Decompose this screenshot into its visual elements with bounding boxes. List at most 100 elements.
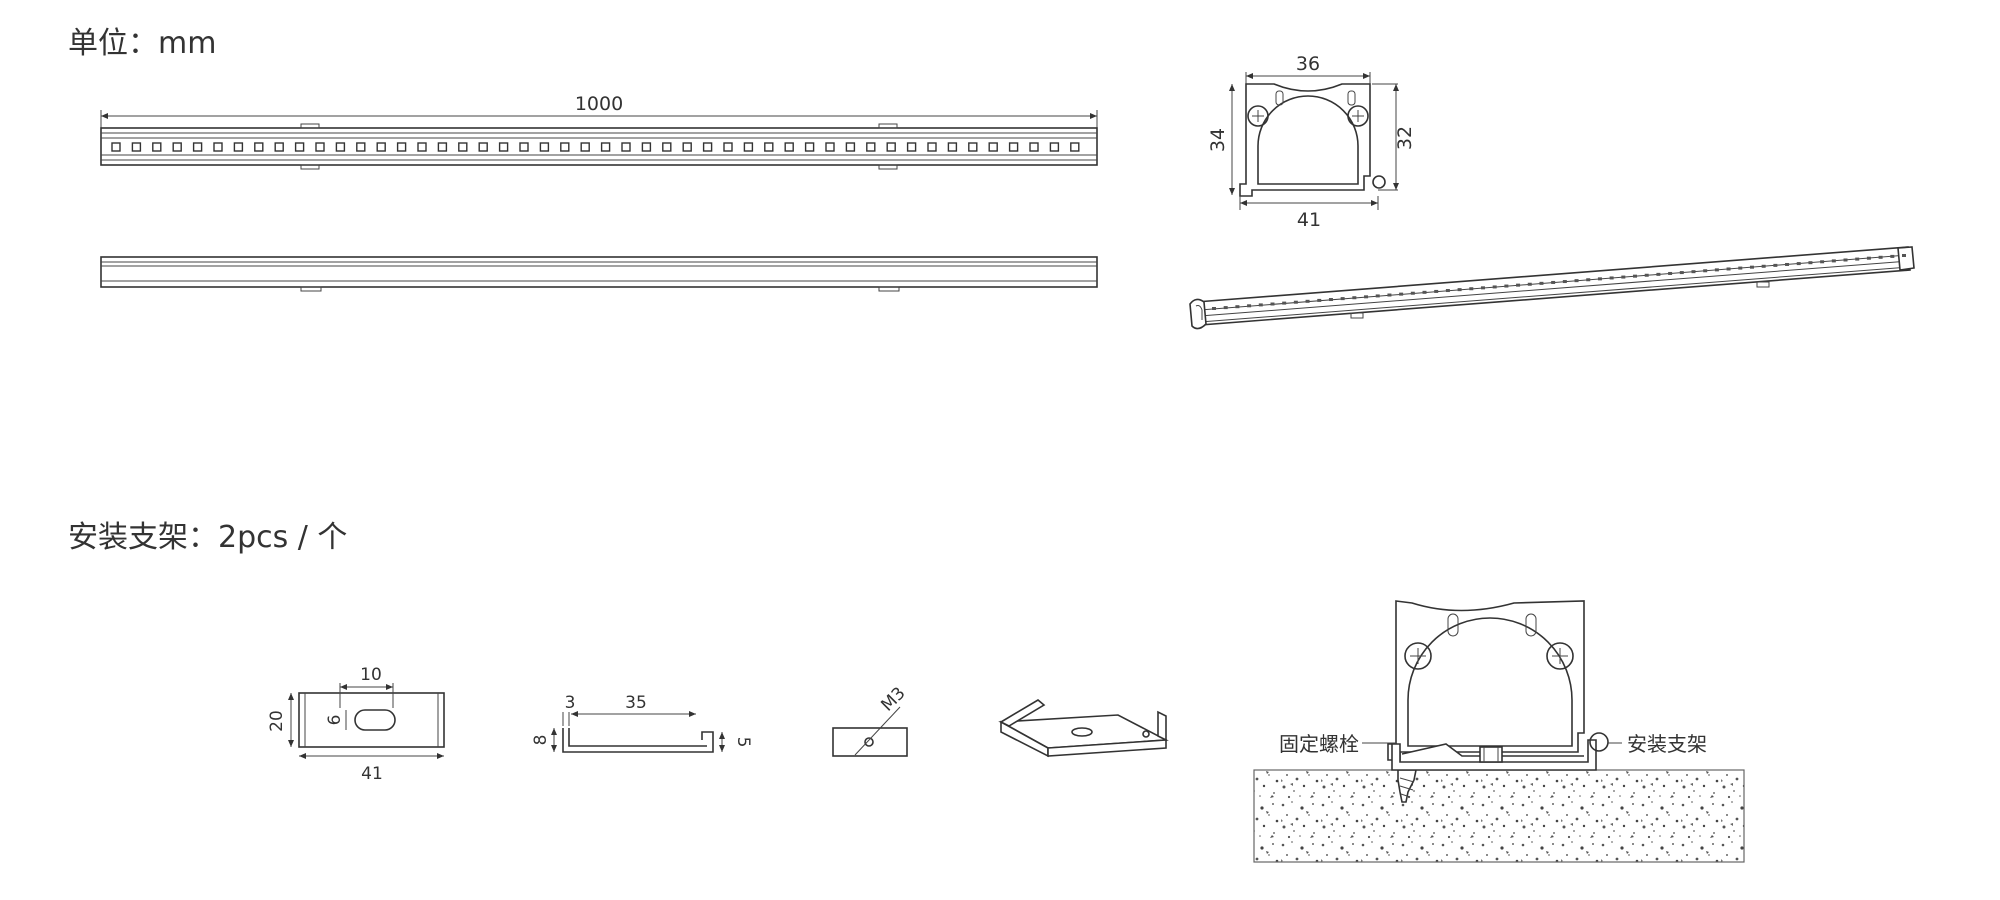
perspective-led-chip [1212, 307, 1216, 310]
perspective-led-chip [1364, 295, 1369, 299]
end-width-dimension: 36 [1296, 53, 1320, 75]
led-chip [927, 142, 937, 152]
perspective-led-chip [1761, 264, 1766, 268]
perspective-led-chip [1445, 289, 1450, 293]
perspective-led-chip [1808, 261, 1813, 265]
led-chip [213, 142, 223, 152]
led-chip [1049, 142, 1060, 152]
perspective-led-chip [1469, 287, 1474, 291]
perspective-led-chip [1621, 275, 1626, 279]
led-chip [356, 142, 366, 152]
perspective-led-chip [1726, 267, 1731, 271]
led-row [111, 142, 1080, 152]
bar-front-view: 1000 [100, 93, 1098, 170]
perspective-led-chip [1866, 256, 1871, 260]
clip-slot-dimension: 6 [325, 715, 345, 726]
perspective-led-chip [1656, 272, 1661, 276]
perspective-led-chip [1890, 254, 1895, 258]
led-chip [376, 142, 386, 152]
led-chip [233, 142, 244, 152]
perspective-led-chip [1586, 278, 1591, 282]
perspective-led-chip [1282, 301, 1287, 305]
perspective-led-chip [1457, 288, 1462, 292]
perspective-led-row [1212, 254, 1906, 310]
led-chip [417, 142, 427, 152]
led-chip [315, 142, 325, 152]
clip-3d-view [998, 699, 1169, 758]
perspective-led-chip [1258, 303, 1263, 307]
led-chip [274, 142, 284, 152]
led-chip [192, 142, 203, 152]
perspective-led-chip [1247, 304, 1252, 308]
length-dimension: 1000 [575, 93, 623, 115]
clip-top-view: 10 20 6 41 [267, 665, 445, 784]
profile-lip-dimension: 3 [565, 693, 576, 713]
perspective-led-chip [1843, 258, 1848, 262]
clip-base-dimension: 41 [361, 764, 383, 784]
led-chip [702, 142, 713, 152]
led-chip [458, 142, 468, 152]
perspective-led-chip [1562, 280, 1567, 284]
perspective-led-chip [1387, 293, 1392, 297]
led-chip [172, 142, 182, 152]
led-chip [662, 142, 672, 152]
led-chip [641, 142, 652, 152]
perspective-led-chip [1527, 282, 1532, 286]
perspective-led-chip [1597, 277, 1602, 281]
perspective-led-chip [1270, 302, 1275, 306]
led-chip [111, 142, 121, 152]
bar-perspective-view [1189, 246, 1915, 330]
led-chip [1029, 142, 1039, 152]
led-chip [1008, 142, 1019, 152]
perspective-led-chip [1878, 255, 1883, 259]
screw-detail: M3 [832, 683, 910, 757]
led-chip [906, 142, 917, 152]
led-chip [519, 142, 529, 152]
perspective-led-chip [1703, 269, 1708, 273]
perspective-led-chip [1235, 305, 1240, 309]
perspective-led-chip [1492, 285, 1497, 289]
perspective-led-chip [1504, 284, 1509, 288]
bracket-count-label: 安装支架：2pcs / 个 [68, 520, 348, 555]
perspective-led-chip [1574, 279, 1579, 283]
clip-profile-view: 35 3 8 5 [531, 693, 753, 753]
perspective-led-chip [1516, 283, 1521, 287]
perspective-led-chip [1422, 290, 1427, 294]
led-chip [764, 142, 774, 152]
led-chip [437, 142, 448, 152]
led-chip [682, 142, 692, 152]
perspective-led-chip [1902, 254, 1906, 257]
perspective-led-chip [1399, 292, 1404, 296]
perspective-led-chip [1679, 271, 1684, 275]
perspective-led-chip [1714, 268, 1719, 272]
profile-end-dimension: 5 [733, 737, 753, 748]
perspective-led-chip [1410, 291, 1415, 295]
perspective-led-chip [1223, 306, 1228, 310]
perspective-led-chip [1317, 298, 1322, 302]
led-chip [804, 142, 815, 152]
clip-height-dimension: 20 [267, 710, 287, 732]
led-chip [784, 142, 794, 152]
led-chip [621, 142, 631, 152]
led-chip [294, 142, 305, 152]
led-chip [580, 142, 590, 152]
bar-side-view [100, 256, 1098, 292]
perspective-led-chip [1539, 281, 1544, 285]
perspective-led-chip [1644, 273, 1649, 277]
perspective-led-chip [1375, 294, 1380, 298]
perspective-led-chip [1609, 276, 1614, 280]
screw-dimension: M3 [877, 683, 909, 715]
installation-drawing: 固定螺栓 安装支架 [1253, 600, 1745, 863]
perspective-led-chip [1305, 299, 1310, 303]
led-chip [396, 142, 407, 152]
led-chip [886, 142, 896, 152]
led-chip [947, 142, 958, 152]
perspective-led-chip [1831, 259, 1836, 263]
perspective-led-chip [1773, 263, 1778, 267]
profile-length-dimension: 35 [625, 693, 647, 713]
end-height-left-dimension: 34 [1207, 128, 1229, 152]
perspective-led-chip [1352, 296, 1357, 300]
led-chip [988, 142, 998, 152]
end-base-dimension: 41 [1297, 209, 1321, 231]
led-chip [1070, 142, 1080, 152]
